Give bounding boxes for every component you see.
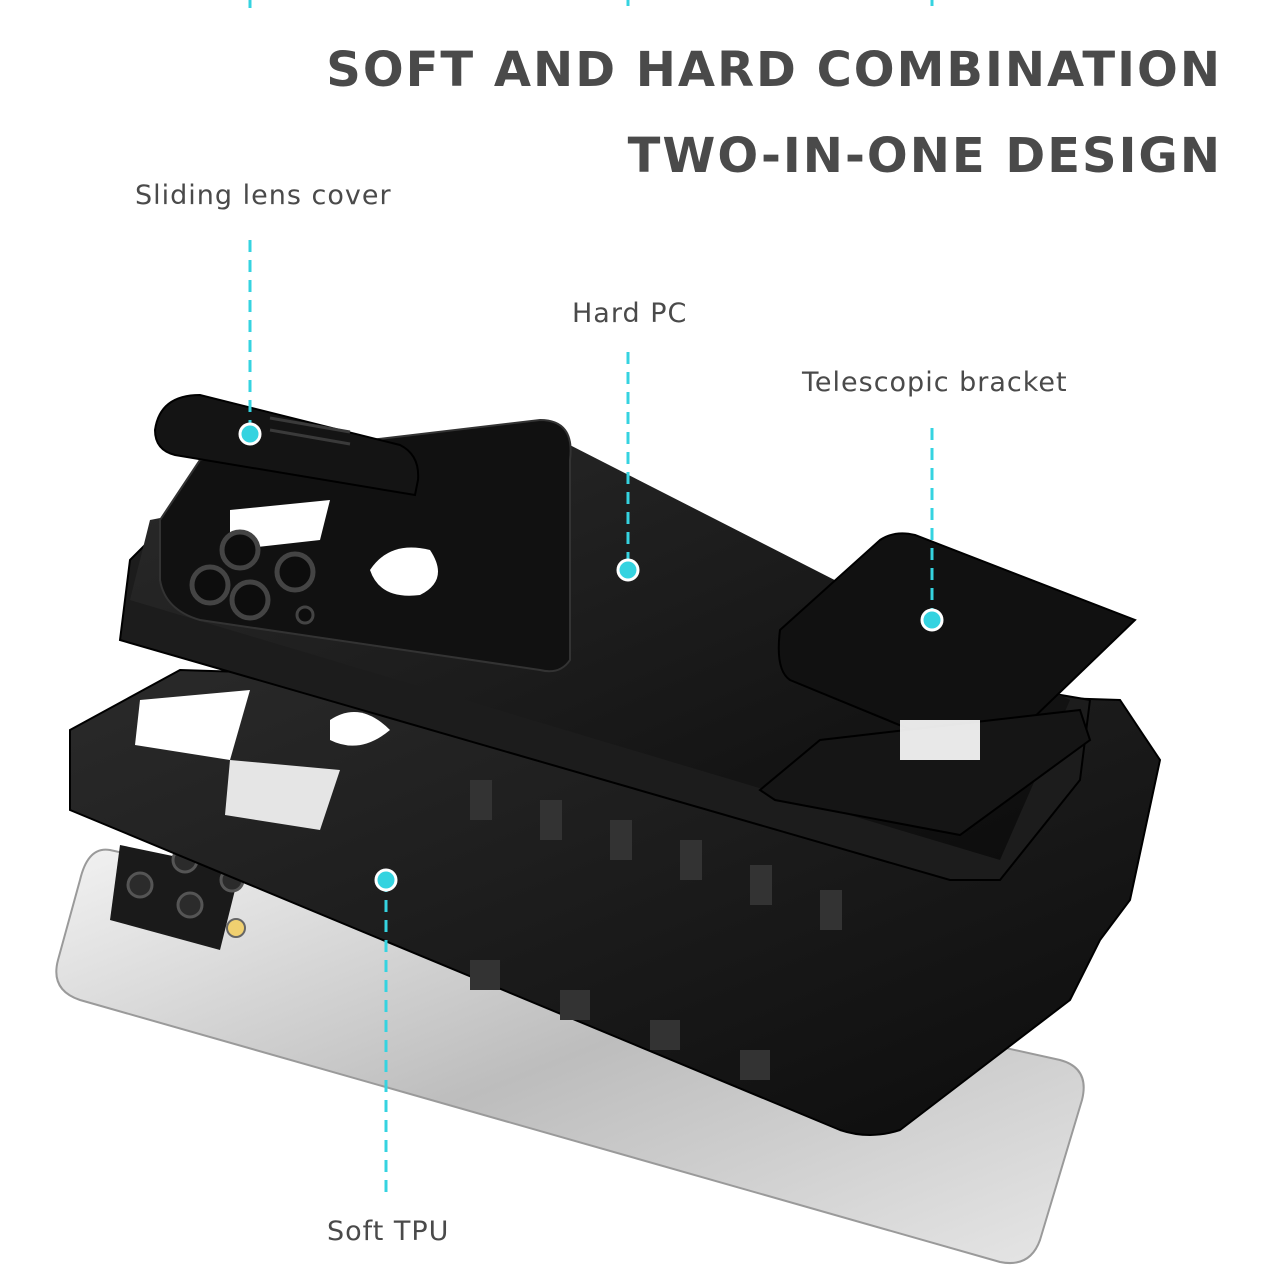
dot-hard-pc — [616, 558, 640, 582]
dot-soft-tpu — [374, 868, 398, 892]
headline-line-1: SOFT AND HARD COMBINATION — [326, 42, 1222, 98]
callout-dots — [238, 422, 944, 892]
sliding-lens-cover-part — [153, 393, 420, 497]
headline-line-2: TWO-IN-ONE DESIGN — [627, 128, 1222, 184]
callout-lines — [248, 0, 934, 1200]
dot-sliding-lens-cover — [238, 422, 262, 446]
phone-body — [55, 845, 1085, 1264]
label-hard-pc: Hard PC — [572, 298, 688, 329]
dot-telescopic-bracket — [920, 608, 944, 632]
label-sliding-lens-cover: Sliding lens cover — [135, 180, 392, 211]
label-telescopic-bracket: Telescopic bracket — [802, 367, 1068, 398]
label-soft-tpu: Soft TPU — [327, 1216, 450, 1247]
telescopic-bracket-part — [758, 532, 1137, 837]
